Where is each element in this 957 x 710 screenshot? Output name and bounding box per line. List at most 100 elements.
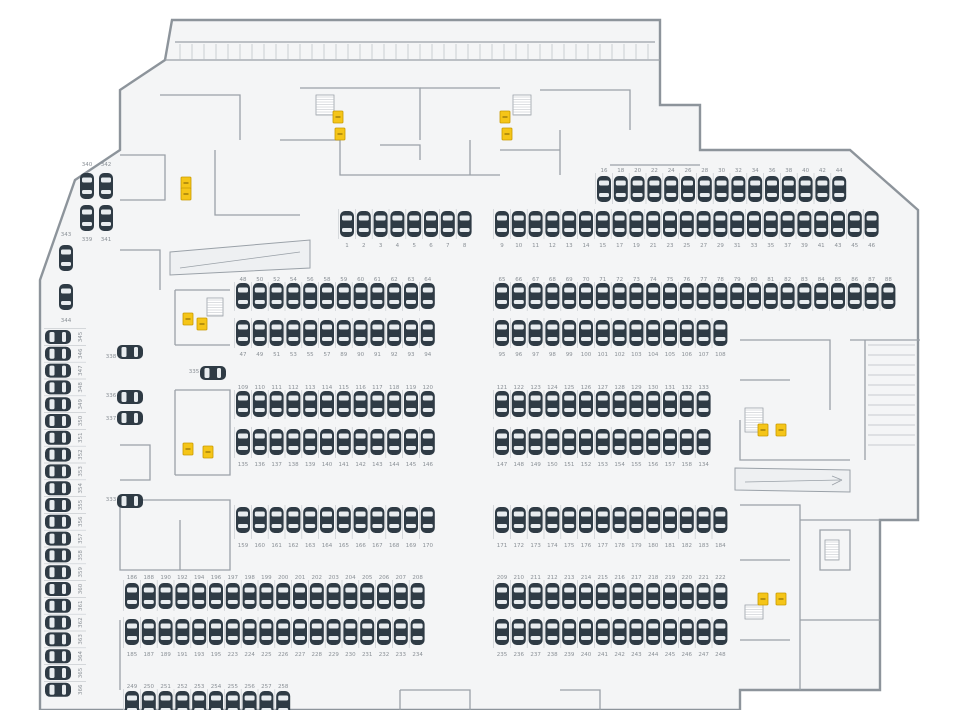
space-number[interactable]: 171	[497, 543, 508, 549]
space-number[interactable]: 84	[818, 277, 825, 283]
space-number[interactable]: 31	[734, 243, 741, 249]
space-number[interactable]: 20	[634, 168, 641, 174]
space-number[interactable]: 142	[355, 462, 366, 468]
space-number[interactable]: 174	[547, 543, 558, 549]
space-number[interactable]: 125	[564, 385, 575, 391]
space-number[interactable]: 197	[228, 575, 239, 581]
space-number[interactable]: 344	[61, 318, 72, 324]
space-number[interactable]: 183	[698, 543, 709, 549]
space-number[interactable]: 148	[514, 462, 525, 468]
space-number[interactable]: 351	[78, 433, 84, 444]
space-number[interactable]: 345	[78, 331, 84, 342]
space-number[interactable]: 224	[244, 652, 255, 658]
space-number[interactable]: 336	[106, 393, 117, 399]
space-number[interactable]: 352	[78, 449, 84, 460]
space-number[interactable]: 65	[499, 277, 506, 283]
space-number[interactable]: 111	[271, 385, 282, 391]
space-number[interactable]: 256	[244, 684, 255, 690]
space-number[interactable]: 201	[295, 575, 306, 581]
space-number[interactable]: 17	[616, 243, 623, 249]
space-number[interactable]: 180	[648, 543, 659, 549]
space-number[interactable]: 141	[339, 462, 350, 468]
space-number[interactable]: 90	[357, 352, 364, 358]
space-number[interactable]: 29	[717, 243, 724, 249]
space-number[interactable]: 151	[564, 462, 575, 468]
space-number[interactable]: 96	[515, 352, 522, 358]
space-number[interactable]: 211	[530, 575, 541, 581]
space-number[interactable]: 153	[598, 462, 609, 468]
space-number[interactable]: 360	[78, 583, 84, 594]
space-number[interactable]: 337	[106, 416, 117, 422]
space-number[interactable]: 43	[835, 243, 842, 249]
space-number[interactable]: 63	[408, 277, 415, 283]
space-number[interactable]: 57	[324, 352, 331, 358]
space-number[interactable]: 53	[290, 352, 297, 358]
space-number[interactable]: 335	[189, 369, 200, 375]
space-number[interactable]: 218	[648, 575, 659, 581]
space-number[interactable]: 78	[717, 277, 724, 283]
space-number[interactable]: 113	[305, 385, 316, 391]
space-number[interactable]: 353	[78, 466, 84, 477]
space-number[interactable]: 245	[665, 652, 676, 658]
space-number[interactable]: 40	[802, 168, 809, 174]
space-number[interactable]: 179	[631, 543, 642, 549]
space-number[interactable]: 214	[581, 575, 592, 581]
space-number[interactable]: 359	[78, 566, 84, 577]
space-number[interactable]: 339	[82, 237, 93, 243]
space-number[interactable]: 146	[423, 462, 434, 468]
space-number[interactable]: 244	[648, 652, 659, 658]
space-number[interactable]: 24	[668, 168, 675, 174]
space-number[interactable]: 131	[665, 385, 676, 391]
space-number[interactable]: 108	[715, 352, 726, 358]
space-number[interactable]: 82	[784, 277, 791, 283]
space-number[interactable]: 85	[835, 277, 842, 283]
space-number[interactable]: 79	[734, 277, 741, 283]
space-number[interactable]: 253	[194, 684, 205, 690]
space-number[interactable]: 47	[240, 352, 247, 358]
space-number[interactable]: 215	[598, 575, 609, 581]
space-number[interactable]: 58	[324, 277, 331, 283]
space-number[interactable]: 187	[144, 652, 155, 658]
space-number[interactable]: 366	[78, 684, 84, 695]
space-number[interactable]: 133	[698, 385, 709, 391]
space-number[interactable]: 5	[412, 243, 416, 249]
space-number[interactable]: 114	[322, 385, 333, 391]
space-number[interactable]: 175	[564, 543, 575, 549]
space-number[interactable]: 189	[160, 652, 171, 658]
space-number[interactable]: 44	[836, 168, 843, 174]
space-number[interactable]: 37	[784, 243, 791, 249]
space-number[interactable]: 112	[288, 385, 299, 391]
space-number[interactable]: 33	[751, 243, 758, 249]
space-number[interactable]: 205	[362, 575, 373, 581]
space-number[interactable]: 99	[566, 352, 573, 358]
space-number[interactable]: 81	[767, 277, 774, 283]
space-number[interactable]: 157	[665, 462, 676, 468]
space-number[interactable]: 254	[211, 684, 222, 690]
space-number[interactable]: 172	[514, 543, 525, 549]
space-number[interactable]: 98	[549, 352, 556, 358]
space-number[interactable]: 347	[78, 365, 84, 376]
space-number[interactable]: 6	[429, 243, 433, 249]
space-number[interactable]: 229	[328, 652, 339, 658]
space-number[interactable]: 241	[598, 652, 609, 658]
space-number[interactable]: 258	[278, 684, 289, 690]
space-number[interactable]: 1	[345, 243, 349, 249]
space-number[interactable]: 217	[631, 575, 642, 581]
space-number[interactable]: 21	[650, 243, 657, 249]
space-number[interactable]: 210	[514, 575, 525, 581]
space-number[interactable]: 204	[345, 575, 356, 581]
space-number[interactable]: 127	[598, 385, 609, 391]
space-number[interactable]: 39	[801, 243, 808, 249]
space-number[interactable]: 100	[581, 352, 592, 358]
space-number[interactable]: 236	[514, 652, 525, 658]
space-number[interactable]: 184	[715, 543, 726, 549]
space-number[interactable]: 94	[424, 352, 431, 358]
space-number[interactable]: 61	[374, 277, 381, 283]
space-number[interactable]: 106	[682, 352, 693, 358]
space-number[interactable]: 232	[379, 652, 390, 658]
space-number[interactable]: 45	[851, 243, 858, 249]
space-number[interactable]: 220	[682, 575, 693, 581]
space-number[interactable]: 164	[322, 543, 333, 549]
space-number[interactable]: 341	[101, 237, 112, 243]
space-number[interactable]: 207	[396, 575, 407, 581]
